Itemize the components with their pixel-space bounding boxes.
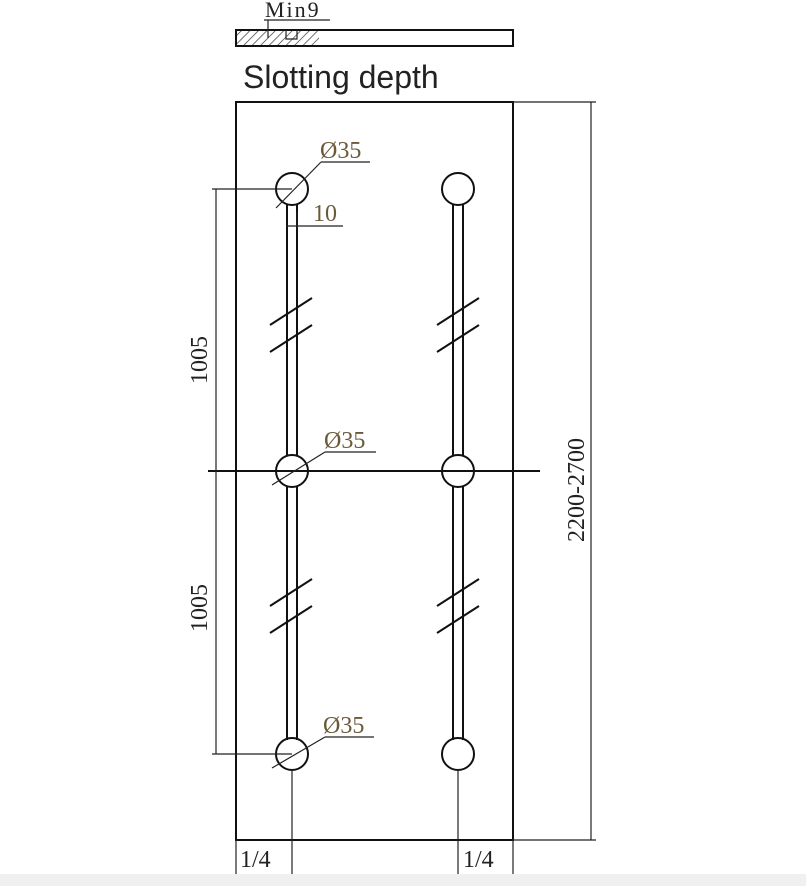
spacing-lower-label: 1005 [187, 584, 213, 632]
section-label: Min9 [265, 0, 321, 22]
overall-height-dimension: 2200-2700 [513, 101, 596, 841]
left-slot [269, 172, 313, 771]
overall-height-label: 2200-2700 [564, 438, 590, 542]
edge-offset-right-label: 1/4 [463, 847, 494, 873]
section-view: Min9 [235, 0, 514, 47]
diameter-callout-bottom: Ø35 [271, 713, 374, 769]
edge-offset-dimensions: 1/4 1/4 [235, 770, 514, 874]
bottom-band [0, 874, 806, 886]
drawing-title: Slotting depth [243, 59, 439, 95]
hole-bottom-right [441, 737, 475, 771]
diameter-callout-top: Ø35 [275, 138, 370, 209]
slot-width-dimension: 10 [286, 201, 343, 230]
hole-diameter-top: Ø35 [320, 138, 361, 164]
hole-diameter-middle: Ø35 [324, 428, 365, 454]
slot-width-label: 10 [313, 201, 337, 227]
diameter-callout-middle: Ø35 [271, 428, 376, 486]
spacing-dimension: 1005 1005 [187, 188, 292, 755]
right-slot [436, 172, 480, 771]
hole-top-right [441, 172, 475, 206]
edge-offset-left-label: 1/4 [240, 847, 271, 873]
spacing-upper-label: 1005 [187, 336, 213, 384]
hole-diameter-bottom: Ø35 [323, 713, 364, 739]
